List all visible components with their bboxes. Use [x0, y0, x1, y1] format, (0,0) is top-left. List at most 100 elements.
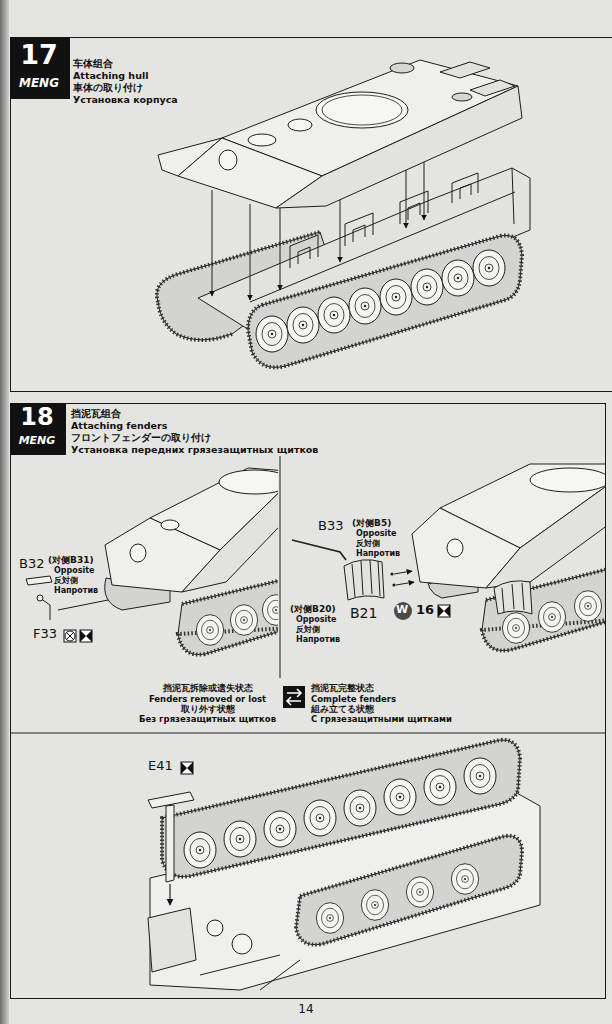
cement-symbol	[80, 630, 92, 642]
fenders-complete-art	[574, 591, 601, 622]
part-note: 反対側	[356, 539, 380, 548]
underside-art	[207, 920, 223, 936]
fenders-complete-art	[502, 583, 524, 612]
underside-art	[296, 836, 522, 945]
fenders-complete-art	[482, 568, 605, 651]
step-heading: 車体の取り付け	[73, 83, 143, 94]
step-panel: 挡泥瓦组合Attaching fendersフロントフェンダーの取り付けУста…	[10, 403, 606, 999]
hull-assembly-art	[380, 279, 412, 315]
panel-divider	[10, 733, 606, 734]
part-b33-b21	[352, 560, 380, 597]
part-b33-b21	[392, 583, 395, 586]
fenders-removed-art	[105, 468, 278, 655]
cement-symbol	[80, 630, 92, 642]
hull-assembly-art	[212, 162, 424, 300]
part-number: F33	[33, 627, 57, 642]
paper	[0, 0, 9, 1024]
part-note: 挡泥瓦拆除或遗失状态	[135, 684, 280, 694]
hull-assembly-art	[256, 316, 288, 352]
part-number: B32	[19, 557, 44, 572]
part-b32-f33	[26, 576, 52, 585]
hull-assembly-art	[411, 269, 443, 305]
fenders-removed-art	[161, 520, 179, 530]
part-note: Complete fenders	[311, 695, 396, 705]
step-heading: Установка корпуса	[73, 95, 178, 106]
step-heading: 挡泥瓦组合	[71, 408, 121, 420]
part-note: 反対側	[54, 576, 78, 585]
hull-assembly-art	[316, 92, 408, 128]
glue-symbol	[181, 762, 193, 774]
step-badge: 18MENG	[10, 403, 66, 455]
part-number: 16	[416, 603, 434, 618]
step-heading: 车体组合	[73, 58, 113, 70]
underside-art	[232, 934, 252, 954]
cement-symbol	[64, 630, 76, 642]
underside-art	[464, 758, 496, 794]
hull-assembly-art	[287, 307, 319, 343]
hull-assembly-art	[318, 297, 350, 333]
hull-assembly-art	[340, 200, 341, 262]
part-b33-b21	[344, 560, 384, 600]
part-note: 取り外す状態	[135, 705, 280, 715]
glue-symbol	[438, 605, 450, 617]
hull-assembly-art	[212, 190, 213, 296]
underside-art	[264, 811, 296, 847]
part-b33-b21	[390, 572, 393, 575]
fenders-removed-art	[178, 578, 278, 655]
underside-art	[344, 790, 376, 826]
hull-assembly-art	[248, 134, 276, 146]
fenders-complete-art	[530, 468, 605, 492]
part-b33-b21	[292, 540, 414, 600]
fenders-complete-art	[412, 464, 605, 651]
step-heading: Attaching hull	[73, 71, 148, 82]
panel-divider	[280, 456, 281, 678]
underside-art	[166, 805, 174, 882]
hull-assembly-art	[280, 208, 281, 290]
underside-art	[384, 779, 416, 815]
part-number: B33	[318, 519, 343, 534]
glue-symbol	[181, 762, 193, 774]
part-b33-b21	[394, 571, 412, 574]
hull-assembly-art	[424, 162, 425, 220]
hull-assembly-art	[248, 235, 522, 367]
hull-assembly-art	[288, 119, 312, 131]
part-note: Напротив	[356, 549, 400, 558]
step-panel: 车体组合Attaching hull車体の取り付けУстановка корпу…	[10, 37, 612, 392]
state-switch-icon	[287, 689, 301, 705]
hull-assembly-art	[440, 62, 490, 78]
underside-art	[169, 884, 170, 905]
underside-art	[148, 740, 540, 990]
step-heading: Attaching fenders	[71, 421, 167, 432]
glue-symbol	[181, 762, 193, 774]
hull-assembly-art	[473, 250, 505, 286]
cement-symbol	[65, 631, 75, 641]
fenders-complete-art	[538, 602, 565, 633]
part-note: 組み立てる状態	[311, 705, 374, 715]
state-switch-icon	[283, 686, 305, 708]
underside-art	[200, 955, 300, 990]
step-number: 17	[10, 39, 68, 70]
glue-symbol	[438, 605, 450, 617]
part-b32-f33	[37, 595, 43, 601]
part-note: 反対側	[296, 625, 320, 634]
fenders-removed-art	[130, 544, 146, 562]
fenders-complete-art	[486, 482, 605, 588]
underside-art	[406, 877, 433, 908]
step-badge: 17MENG	[10, 37, 70, 99]
cement-symbol	[64, 630, 92, 642]
hull-assembly-art	[390, 63, 414, 73]
underside-art	[361, 890, 388, 921]
part-b33-b21	[292, 540, 346, 560]
underside-art	[316, 903, 343, 934]
fenders-complete-art	[482, 568, 605, 651]
part-note: Напротив	[54, 586, 98, 595]
fenders-removed-art	[178, 578, 278, 655]
step-number: MENG	[10, 435, 64, 448]
part-note: (对侧B5)	[352, 518, 391, 528]
hull-assembly-art	[248, 235, 522, 367]
hull-assembly-art	[452, 93, 472, 101]
part-note: (对侧B20)	[290, 604, 336, 614]
state-switch-icon	[283, 686, 305, 708]
